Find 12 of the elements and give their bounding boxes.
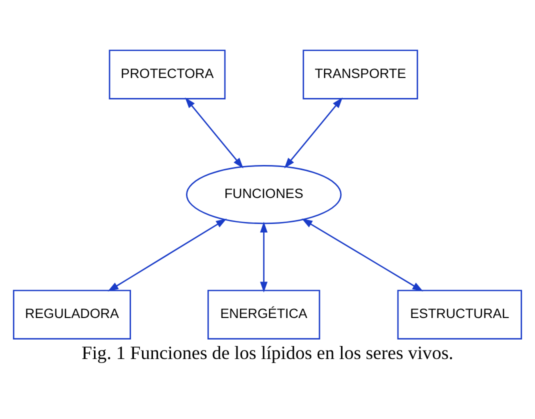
node-box: ENERGÉTICA: [207, 289, 320, 339]
node-box: ESTRUCTURAL: [397, 289, 522, 339]
node-box: REGULADORA: [12, 289, 131, 339]
node-box: TRANSPORTE: [302, 49, 418, 99]
arrow: [260, 221, 268, 292]
node-ellipse: FUNCIONES: [186, 164, 342, 224]
caption: Fig. 1 Funciones de los lípidos en los seres vivos.: [82, 342, 454, 364]
arrow: [185, 96, 244, 168]
node-box: PROTECTORA: [108, 49, 226, 99]
arrow: [302, 218, 424, 291]
arrow: [284, 96, 343, 168]
arrow: [108, 218, 227, 291]
